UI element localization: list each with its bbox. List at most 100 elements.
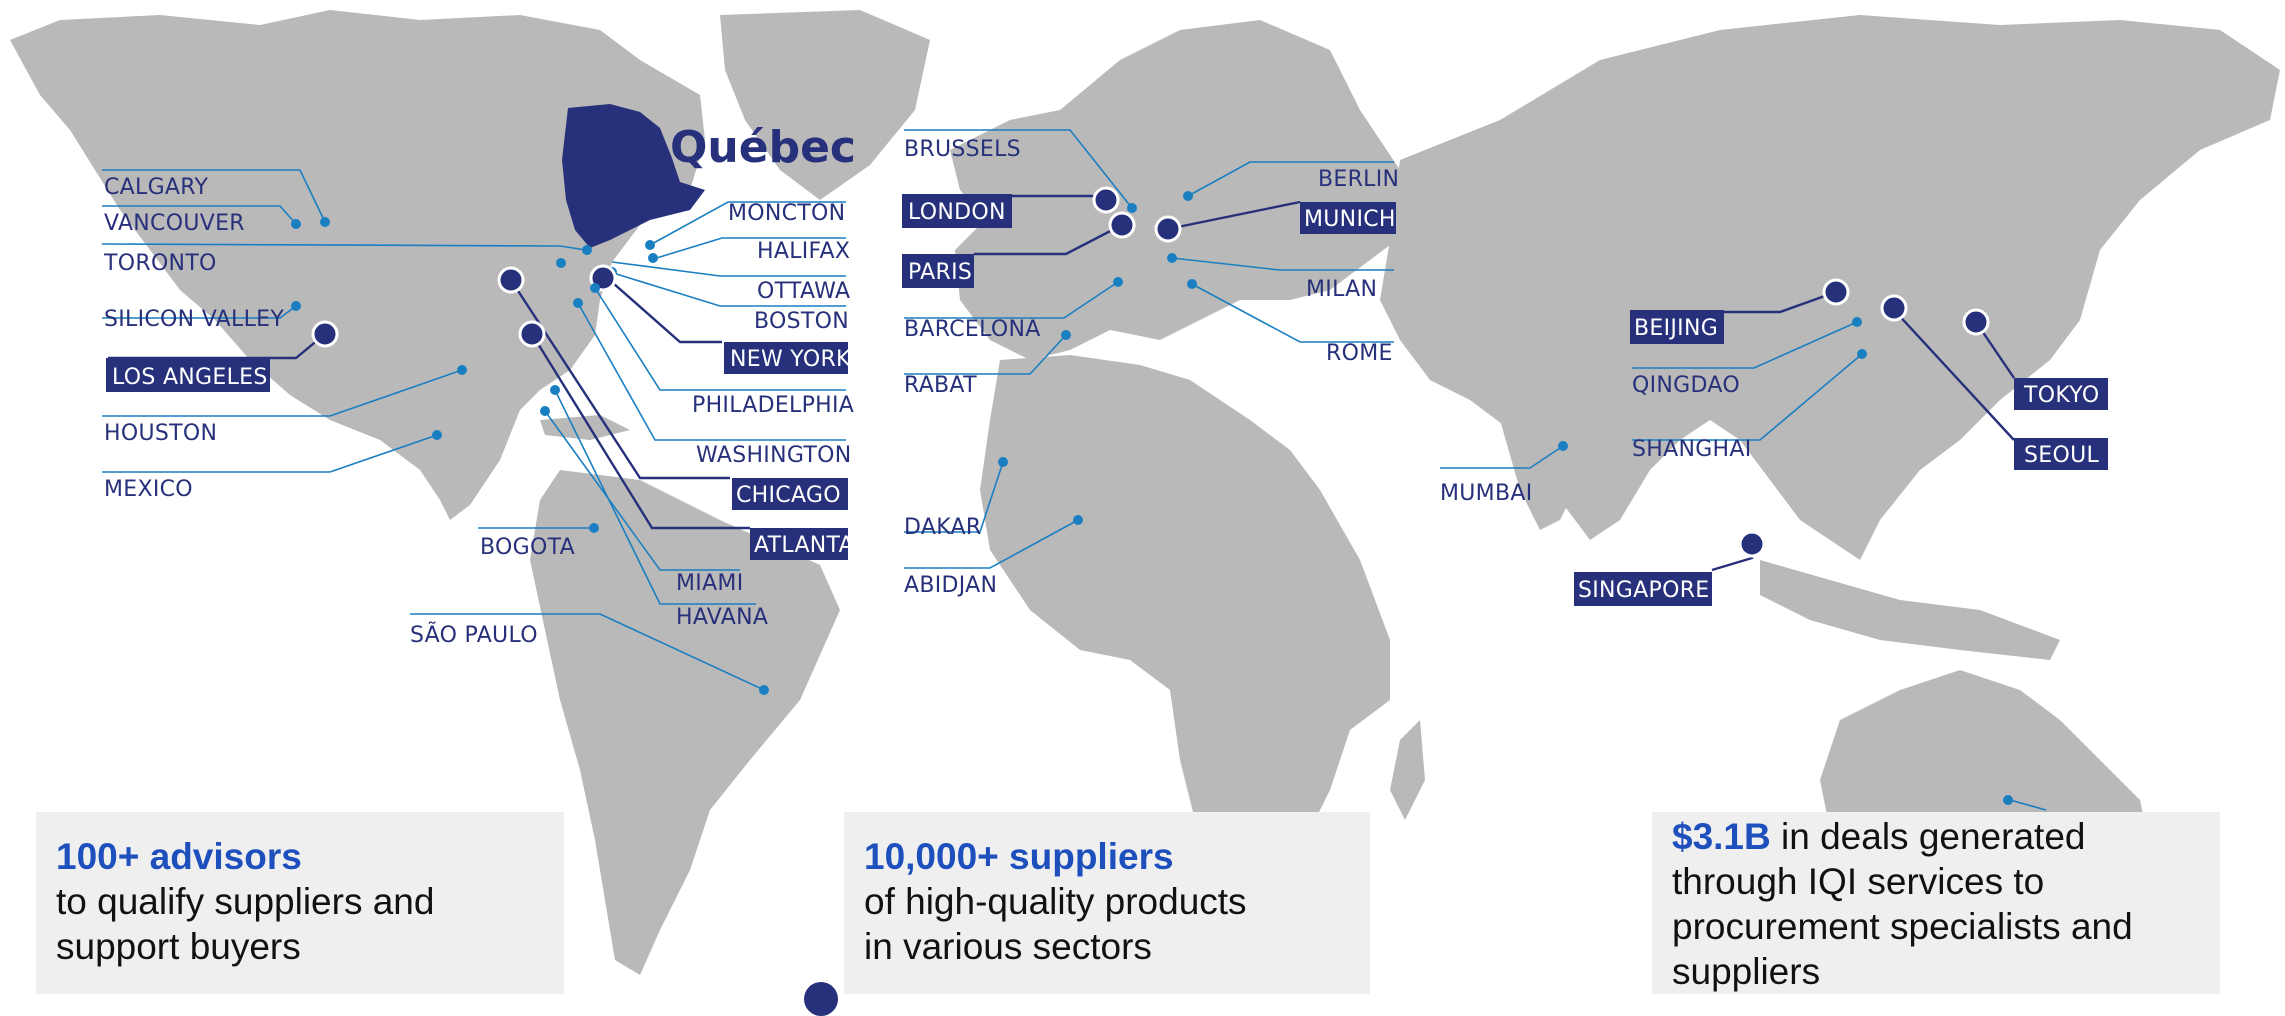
label-bogota: BOGOTA: [480, 535, 575, 560]
land-madagascar: [1390, 720, 1425, 820]
land-africa: [980, 355, 1390, 910]
label-box-chicago: [732, 478, 848, 510]
land-japan: [1975, 260, 2040, 390]
leader-rabat: [904, 334, 1067, 375]
label-havana: HAVANA: [676, 605, 768, 630]
stat-suppliers-highlight: 10,000+ suppliers: [864, 836, 1174, 877]
land-indonesia: [1760, 560, 2060, 660]
label-miami: MIAMI: [676, 571, 744, 596]
dot-abidjan: [1073, 515, 1083, 525]
leader-washington: [577, 302, 846, 441]
label-box-seoul: [2014, 438, 2108, 470]
label-rabat: RABAT: [904, 373, 977, 398]
city-dots: [291, 186, 2013, 805]
land-greenland: [720, 10, 930, 200]
label-ottawa: OTTAWA: [757, 279, 850, 304]
stat-deals-highlight: $3.1B: [1672, 816, 1771, 857]
label-box-atlanta: [750, 528, 848, 560]
land-europe: [950, 20, 1410, 360]
leader-toronto: [101, 243, 587, 251]
label-box-paris: [902, 254, 974, 288]
label-philadelphia: PHILADELPHIA: [692, 393, 854, 418]
dot-bogota: [589, 523, 599, 533]
leader-philadelphia: [594, 287, 846, 391]
stat-box-deals: $3.1B in deals generated through IQI ser…: [1652, 812, 2220, 994]
label-shanghai: SHANGHAI: [1632, 437, 1752, 462]
leader-boston: [609, 271, 846, 307]
stat-deals-rest: in deals generated: [1770, 816, 2086, 857]
label-box-los-angeles: [106, 358, 270, 392]
label-sao-paulo: SÃO PAULO: [410, 621, 538, 648]
leader-shanghai: [1632, 353, 1863, 441]
leader-havana: [554, 389, 756, 605]
leader-silicon-valley: [102, 305, 297, 319]
label-washington: WASHINGTON: [696, 443, 852, 468]
land-south-america: [530, 470, 840, 975]
label-los-angeles: LOS ANGELES: [112, 365, 268, 390]
label-rome: ROME: [1326, 341, 1393, 366]
dot-vancouver: [291, 219, 301, 229]
dot-los-angeles: [311, 320, 339, 348]
leader-moncton: [649, 201, 846, 246]
leader-new-york: [604, 275, 722, 344]
leader-mumbai: [1440, 445, 1564, 469]
label-toronto: TORONTO: [103, 251, 217, 276]
leader-rome: [1191, 283, 1394, 343]
dot-beijing: [1822, 278, 1850, 306]
dot-rabat: [1061, 330, 1071, 340]
dot-sao-paulo: [759, 685, 769, 695]
dot-barcelona: [1113, 277, 1123, 287]
label-mexico: MEXICO: [104, 477, 193, 502]
label-tokyo: TOKYO: [2023, 383, 2099, 408]
leader-houston: [102, 369, 463, 417]
dot-moncton: [645, 240, 655, 250]
dot-miami: [540, 406, 550, 416]
leader-barcelona: [904, 281, 1119, 319]
leader-miami: [544, 410, 740, 571]
label-munich: MUNICH: [1304, 207, 1396, 232]
dot-brussels: [1127, 203, 1137, 213]
label-boston: BOSTON: [754, 309, 849, 334]
label-silicon-valley: SILICON VALLEY: [104, 307, 284, 332]
dot-munich: [1154, 215, 1182, 243]
legend-dot-icon: [804, 982, 838, 1016]
leader-paris: [974, 223, 1123, 256]
dot-mumbai: [1558, 441, 1568, 451]
land-caribbean: [540, 415, 630, 440]
leader-australia: [2009, 799, 2047, 811]
dot-atlanta: [518, 320, 546, 348]
dot-milan: [1167, 253, 1177, 263]
label-abidjan: ABIDJAN: [904, 573, 997, 598]
label-barcelona: BARCELONA: [904, 317, 1041, 342]
dot-australia: [2003, 795, 2013, 805]
city-labels-highlighted: LOS ANGELES NEW YORK CHICAGO ATLANTA LON…: [106, 194, 2108, 606]
dot-silicon-valley: [291, 301, 301, 311]
label-qingdao: QINGDAO: [1632, 373, 1740, 398]
stat-advisors-highlight: 100+ advisors: [56, 836, 302, 877]
dot-paris: [1108, 211, 1136, 239]
dot-singapore: [1738, 530, 1766, 558]
label-milan: MILAN: [1306, 277, 1377, 302]
dot-halifax: [648, 253, 658, 263]
stat-box-suppliers: 10,000+ suppliers of high-quality produc…: [844, 812, 1370, 994]
label-beijing: BEIJING: [1634, 316, 1718, 341]
leader-berlin: [1187, 161, 1394, 197]
leader-atlanta: [530, 333, 750, 530]
dot-london: [1092, 186, 1120, 214]
stat-suppliers-line2: in various sectors: [864, 926, 1152, 967]
leader-vancouver: [102, 205, 297, 225]
label-dakar: DAKAR: [904, 515, 981, 540]
land-north-america: [10, 10, 705, 520]
label-london: LONDON: [908, 200, 1006, 225]
dot-toronto: [556, 258, 566, 268]
leader-qingdao: [1632, 321, 1858, 369]
dot-washington: [573, 298, 583, 308]
leader-ottawa: [611, 261, 846, 277]
dot-mexico: [432, 430, 442, 440]
dot-qingdao: [1852, 317, 1862, 327]
dot-ottawa: [582, 245, 592, 255]
label-box-london: [902, 194, 1012, 228]
label-singapore: SINGAPORE: [1578, 578, 1709, 603]
leader-milan: [1171, 257, 1394, 271]
label-box-new-york: [724, 342, 848, 374]
